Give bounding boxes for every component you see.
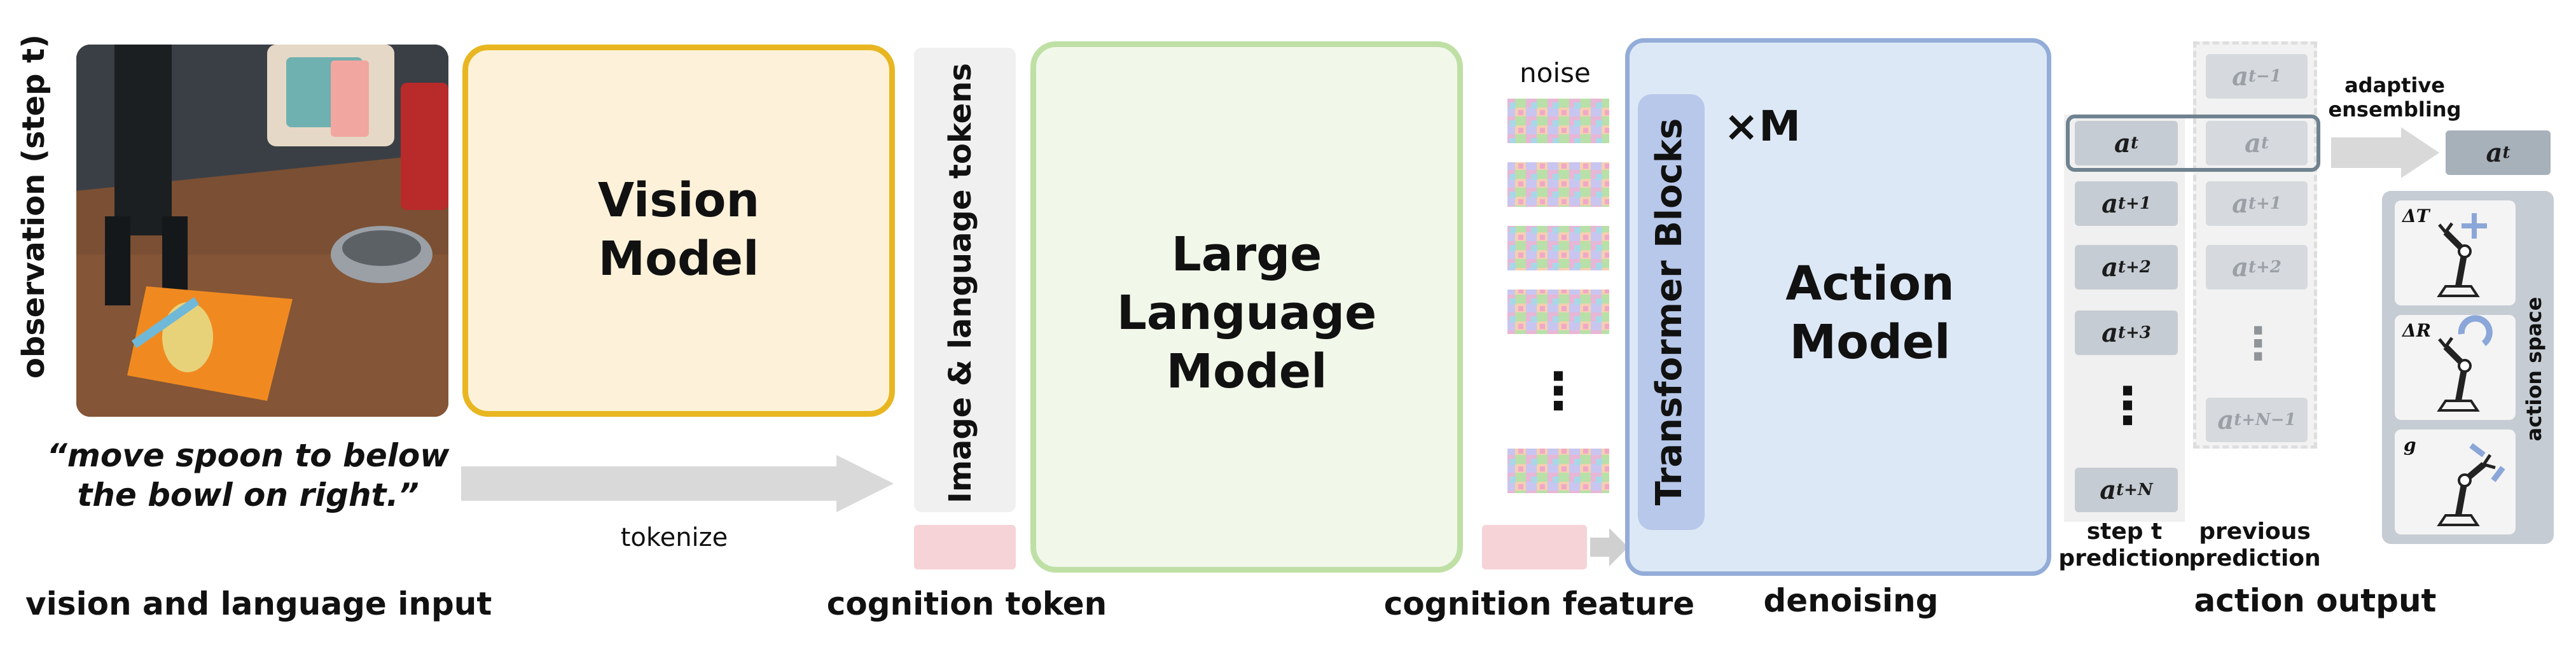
- ensembling-label: adaptive ensembling: [2322, 73, 2468, 122]
- noise-patch-2: [1507, 162, 1609, 207]
- noise-label: noise: [1520, 57, 1591, 88]
- llm-title-line2: Language: [1116, 286, 1377, 340]
- instruction-text: “move spoon to below the bowl on right.”: [25, 436, 471, 515]
- gripper-label: g: [2404, 435, 2416, 456]
- action-space-item-gripper: g: [2395, 429, 2516, 534]
- previous-prediction-label: previous prediction: [2175, 519, 2334, 572]
- tokenize-label: tokenize: [620, 523, 728, 552]
- vision-language-input-label: vision and language input: [25, 585, 492, 622]
- llm-box: Large Language Model: [1030, 41, 1463, 573]
- action-model-title: Action Model: [1717, 255, 2023, 372]
- previous-prediction-label-line2: prediction: [2189, 545, 2321, 571]
- tokenize-arrow: [461, 455, 894, 512]
- action-space-item-translation: ΔT: [2395, 200, 2516, 305]
- cognition-token-box: [914, 525, 1016, 569]
- robot-scene-image: [76, 45, 448, 417]
- observation-image: [76, 45, 448, 417]
- vision-model-title-line2: Model: [598, 232, 759, 286]
- noise-patch-1: [1507, 99, 1609, 143]
- noise-patch-4: [1507, 290, 1609, 334]
- delta-r-label: ΔR: [2402, 320, 2431, 341]
- cognition-token-label: cognition token: [826, 585, 1107, 622]
- repeat-label: ×M: [1724, 102, 1801, 151]
- noise-patch-5: [1507, 449, 1609, 493]
- ensembling-arrow: [2331, 127, 2439, 178]
- action-space-item-rotation: ΔR: [2395, 315, 2516, 420]
- robot-arm-translation-icon: [2437, 213, 2487, 297]
- transformer-blocks-box: [1638, 94, 1705, 530]
- action-model-title-line1: Action: [1785, 256, 1955, 311]
- llm-title-line1: Large: [1171, 227, 1322, 282]
- denoising-label: denoising: [1763, 582, 1939, 619]
- prev-vdots: ⋮: [2236, 318, 2280, 370]
- current-step-highlight: [2066, 115, 2320, 172]
- robot-arm-rotation-icon: [2437, 315, 2493, 412]
- tokens-label: Image & language tokens: [943, 63, 978, 503]
- observation-label: observation (step t): [16, 34, 52, 379]
- step-prediction-label-line2: prediction: [2058, 545, 2191, 571]
- action-space-label: action space: [2522, 297, 2546, 442]
- instruction-line-2: the bowl on right.”: [77, 477, 419, 513]
- vision-model-box: Vision Model: [462, 45, 895, 417]
- llm-title-line3: Model: [1166, 344, 1327, 399]
- transformer-blocks-label: Transformer Blocks: [1649, 118, 1690, 506]
- noise-patch-3: [1507, 226, 1609, 270]
- vision-model-title-line1: Vision: [597, 173, 760, 228]
- instruction-line-1: “move spoon to below: [46, 437, 450, 474]
- noise-vdots: ⋮: [1533, 361, 1584, 421]
- robot-arm-gripper-icon: [2437, 443, 2505, 526]
- noise-patches: [1507, 99, 1609, 493]
- step-prediction-label-line1: step t: [2086, 519, 2163, 545]
- ensembling-label-line1: adaptive: [2344, 73, 2445, 97]
- action-output-label: action output: [2194, 582, 2437, 619]
- cognition-feature-label: cognition feature: [1383, 585, 1695, 622]
- step-vdots: ⋮: [2102, 376, 2153, 435]
- previous-prediction-label-line1: previous: [2199, 519, 2311, 545]
- step-prediction-label: step t prediction: [2051, 519, 2198, 572]
- cognition-feature-box: [1482, 525, 1587, 569]
- cognition-feature-arrow: [1590, 528, 1628, 566]
- action-model-title-line2: Model: [1789, 315, 1951, 370]
- delta-t-label: ΔT: [2402, 206, 2430, 227]
- tokens-box: [914, 48, 1016, 512]
- ensembling-label-line2: ensembling: [2328, 97, 2462, 122]
